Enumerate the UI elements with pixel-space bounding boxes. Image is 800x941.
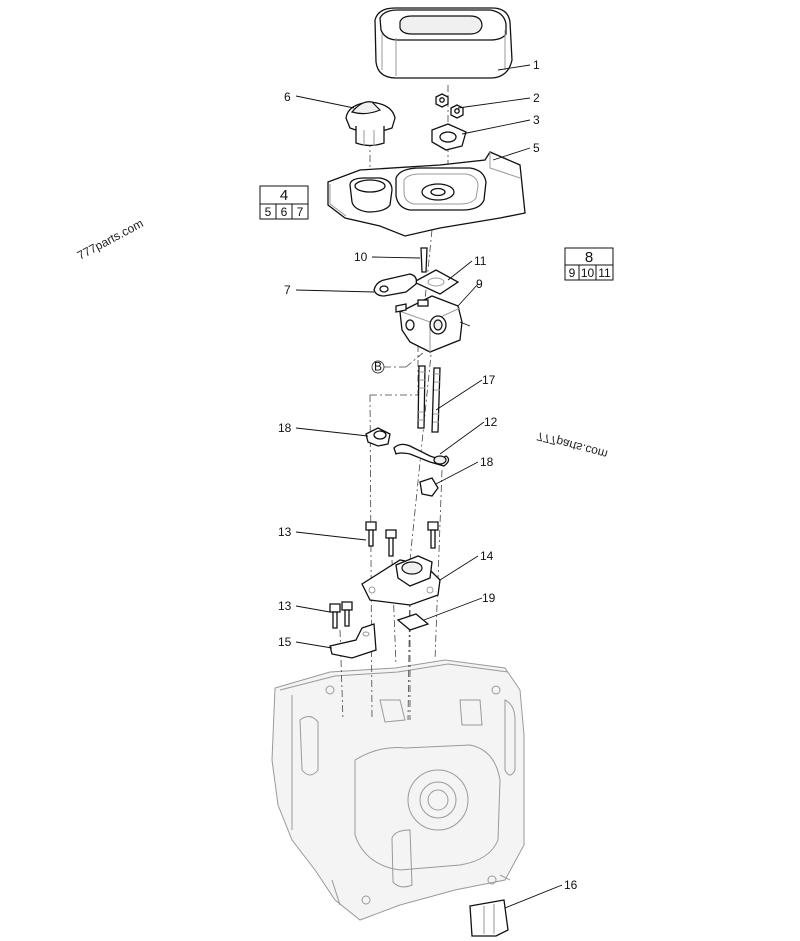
lever-part-7 (373, 273, 418, 297)
ref-box-8-sub-1: 9 (569, 266, 576, 280)
knob-part-6 (345, 101, 396, 147)
gasket-part-3 (431, 123, 467, 151)
callout-12: 12 (484, 415, 498, 429)
callout-1: 1 (533, 58, 540, 72)
clip-part-18-lower (419, 477, 439, 497)
callout-9: 9 (476, 277, 483, 291)
callout-2: 2 (533, 91, 540, 105)
screws-part-13-upper (365, 521, 439, 557)
ref-box-4-sub-2: 6 (281, 205, 288, 219)
callout-11: 11 (474, 254, 487, 268)
ref-box-8-sub-3: 11 (598, 266, 611, 280)
ref-box-4-main: 4 (280, 187, 288, 204)
tube-part-10 (420, 247, 428, 273)
callout-3: 3 (533, 113, 540, 127)
callout-16: 16 (564, 878, 578, 892)
carburetor-part-9 (395, 295, 471, 353)
reference-box-4: 4 5 6 7 (259, 185, 309, 220)
marker-b-text: B (374, 360, 382, 374)
studs-part-17 (417, 365, 441, 433)
reference-box-8: 8 9 10 11 (564, 247, 614, 281)
manifold-flange-part-14 (361, 555, 441, 606)
clip-part-16 (469, 899, 509, 937)
callout-18-upper: 18 (278, 421, 292, 435)
callout-7: 7 (284, 283, 291, 297)
bracket-part-15 (329, 623, 377, 659)
watermark-right: 777parts.com (535, 429, 609, 461)
clip-part-18-upper (365, 427, 391, 447)
base-plate-part-5 (327, 151, 526, 237)
callout-19: 19 (482, 591, 496, 605)
ref-box-8-main: 8 (585, 249, 593, 266)
plate-part-19 (396, 613, 430, 631)
ref-box-4-sub-3: 7 (297, 205, 304, 219)
callout-13-upper: 13 (278, 525, 292, 539)
air-filter-part-1 (374, 7, 513, 79)
marker-b: B (371, 351, 425, 374)
callout-13-lower: 13 (278, 599, 292, 613)
callout-15: 15 (278, 635, 292, 649)
hose-part-12 (393, 443, 450, 467)
callout-18-lower: 18 (480, 455, 494, 469)
callout-6: 6 (284, 90, 291, 104)
gasket-part-11 (412, 269, 460, 295)
callout-10: 10 (354, 250, 368, 264)
screws-part-13-lower (329, 601, 353, 629)
nuts-part-2 (435, 93, 464, 119)
callout-5: 5 (533, 141, 540, 155)
ref-box-4-sub-1: 5 (265, 205, 272, 219)
ref-box-8-sub-2: 10 (581, 266, 595, 280)
callout-17: 17 (482, 373, 496, 387)
watermark-left: 777parts.com (75, 216, 146, 262)
callout-14: 14 (480, 549, 494, 563)
leader-lines (295, 64, 563, 909)
callout-labels: 1 2 3 5 6 10 11 7 9 17 18 12 18 13 14 19… (278, 58, 578, 892)
crankcase-housing (271, 659, 525, 921)
